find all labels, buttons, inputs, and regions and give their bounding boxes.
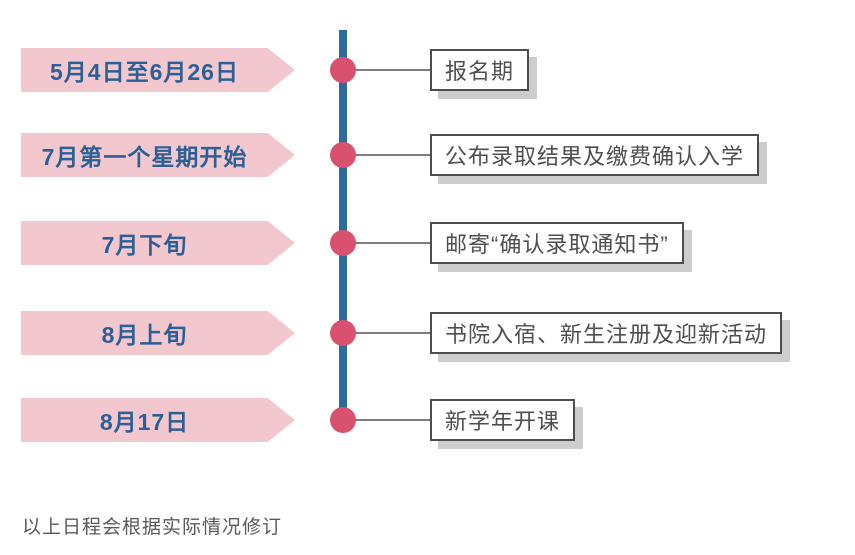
date-arrow: 8月17日 [21,398,295,442]
timeline-row: 7月下旬 邮寄“确认录取通知书” [0,220,855,266]
timeline-row: 8月上旬 书院入宿、新生注册及迎新活动 [0,310,855,356]
date-arrow: 7月下旬 [21,221,295,265]
date-label: 8月上旬 [101,322,188,348]
connector-line [355,69,432,71]
timeline-dot [330,57,356,83]
footnote-text: 以上日程会根据实际情况修订 [22,517,283,538]
event-box: 公布录取结果及缴费确认入学 [430,134,760,176]
event-label: 公布录取结果及缴费确认入学 [445,144,745,169]
timeline-dot [330,142,356,168]
date-label: 8月17日 [99,409,190,435]
timeline-row: 7月第一个星期开始 公布录取结果及缴费确认入学 [0,132,855,178]
event-label: 邮寄“确认录取通知书” [445,232,669,257]
date-arrow: 7月第一个星期开始 [21,133,295,177]
timeline-vertical-line [339,30,347,420]
event-label: 报名期 [445,59,515,84]
timeline-row: 5月4日至6月26日 报名期 [0,47,855,93]
event-label: 书院入宿、新生注册及迎新活动 [445,322,768,347]
connector-line [355,332,432,334]
connector-line [355,242,432,244]
date-label: 5月4日至6月26日 [50,59,239,85]
event-box: 书院入宿、新生注册及迎新活动 [430,312,783,354]
timeline-dot [330,320,356,346]
event-box: 报名期 [430,49,530,91]
date-label: 7月第一个星期开始 [41,144,248,170]
event-box: 新学年开课 [430,399,576,441]
event-label: 新学年开课 [445,409,561,434]
event-box: 邮寄“确认录取通知书” [430,222,684,264]
timeline-row: 8月17日 新学年开课 [0,397,855,443]
connector-line [355,419,432,421]
connector-line [355,154,432,156]
date-label: 7月下旬 [101,232,188,258]
timeline-dot [330,230,356,256]
timeline-dot [330,407,356,433]
date-arrow: 8月上旬 [21,311,295,355]
date-arrow: 5月4日至6月26日 [21,48,295,92]
